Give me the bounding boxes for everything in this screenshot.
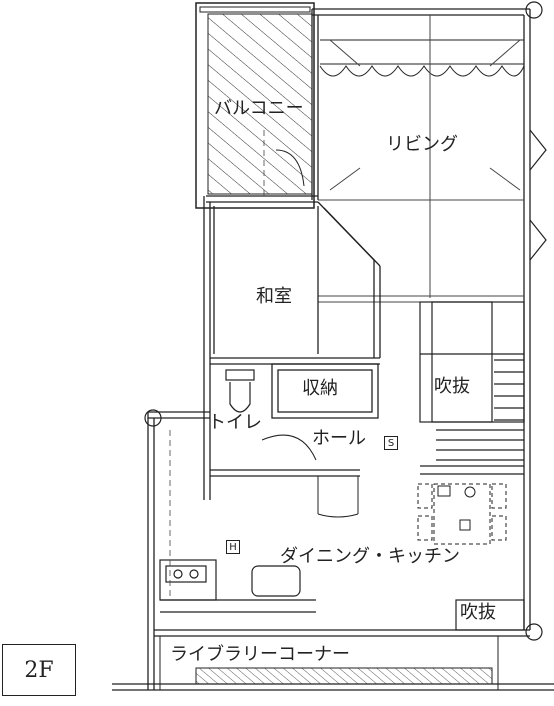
living-curtains [319, 39, 525, 77]
toilet-fixture [210, 369, 360, 477]
h-symbol: H [226, 540, 240, 554]
exterior-walls [112, 8, 554, 691]
hall-label: ホール [312, 428, 366, 449]
storage-label: 収納 [302, 378, 338, 399]
table-items [437, 485, 476, 531]
side-windows [529, 129, 547, 261]
s-symbol: S [384, 436, 398, 450]
fukinuke-lower-label: 吹抜 [460, 602, 496, 623]
washitsu-walls [210, 201, 381, 365]
columns [144, 1, 543, 641]
living-label: リビング [386, 134, 458, 155]
floor-badge: 2F [2, 644, 76, 696]
fukinuke-upper-label: 吹抜 [434, 376, 470, 397]
library-corner-label: ライブラリーコーナー [170, 644, 350, 665]
balcony-area [195, 2, 315, 209]
dining-kitchen-label: ダイニング・キッチン [280, 546, 460, 567]
door-swings [261, 149, 359, 518]
interior-lines [318, 15, 524, 303]
guide-lines [169, 130, 265, 600]
balcony-label: バルコニー [214, 98, 304, 119]
stairwell [419, 301, 525, 475]
library-floor [159, 636, 499, 690]
washitsu-label: 和室 [256, 286, 292, 307]
storage-walls [271, 363, 379, 419]
toilet-label: トイレ [208, 412, 262, 433]
kitchen-counter [159, 559, 316, 613]
lower-void [455, 599, 525, 631]
dining-table [417, 483, 507, 545]
